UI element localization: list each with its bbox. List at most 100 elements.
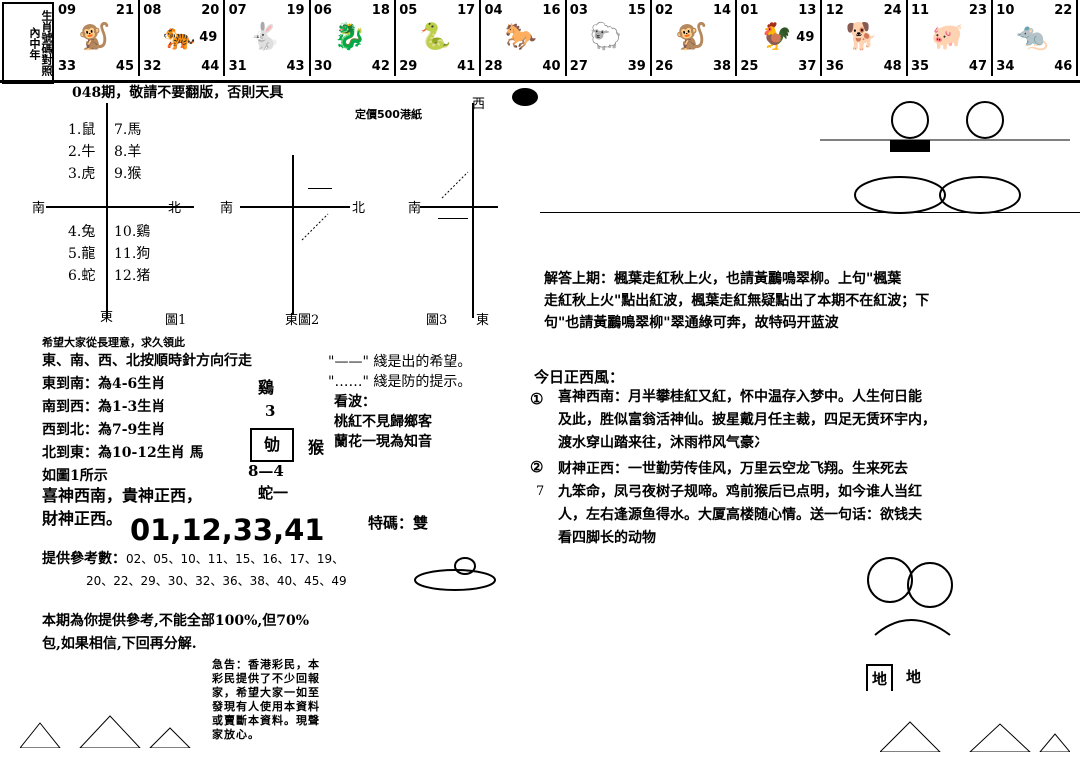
zodiac-number: 30 (313, 59, 332, 74)
dog-icon: 🐕 (845, 22, 879, 52)
puzzle-box: 劬 (250, 428, 294, 462)
zodiac-number: 46 (1054, 59, 1073, 74)
zodiac-number: 28 (484, 59, 503, 74)
zodiac-number: 36 (825, 59, 844, 74)
zodiac-number: 17 (457, 3, 476, 18)
zodiac-number: 33 (58, 59, 77, 74)
monkey-icon: 🐒 (675, 22, 708, 52)
poem: 看波：桃紅不見歸鄉客蘭花一現為知音 (334, 394, 432, 450)
horse-icon: 🐎 (504, 22, 537, 52)
zodiac-number: 47 (968, 59, 987, 74)
today-paragraph-2: 财神正西：一世勤劳传佳风，万里云空龙飞翔。生来死去九笨命，凤弓夜树子规啼。鸡前猴… (558, 461, 922, 546)
zodiac-number: 03 (569, 3, 588, 18)
zodiac-number: 37 (798, 59, 817, 74)
pig-icon: 🐖 (931, 22, 964, 52)
zodiac-number: 24 (883, 3, 902, 18)
cartoon-rabbits-icon (820, 90, 1070, 220)
rat-icon: 🐀 (1016, 22, 1049, 52)
zodiac-cell: 05 17 29 41 🐍 (395, 0, 482, 76)
zodiac-cell: 01 13 25 37 49🐓 (736, 0, 823, 76)
disclaimer: 本期為你提供參考,不能全部100%,但70%包,如果相信,下回再分解. (42, 613, 310, 652)
west-label: 西 (472, 97, 486, 112)
dragon-icon: 🐉 (333, 22, 367, 52)
zodiac-number: 39 (627, 59, 646, 74)
mascot-icon (512, 88, 538, 106)
zodiac-number: 23 (968, 3, 987, 18)
tiger-icon: 🐅 (163, 22, 196, 52)
zodiac-number: 43 (286, 59, 305, 74)
zodiac-number: 27 (569, 59, 588, 74)
mountain-deco (20, 715, 191, 748)
zodiac-number: 07 (228, 3, 247, 18)
cartoon-monkeys-icon (855, 545, 965, 645)
zodiac-number: 19 (286, 3, 305, 18)
zodiac-number: 38 (713, 59, 732, 74)
zodiac-number: 25 (740, 59, 759, 74)
zodiac-number: 18 (371, 3, 390, 18)
zodiac-number: 21 (115, 3, 134, 18)
zodiac-number: 49 (199, 30, 218, 45)
answer-text: 解答上期：楓葉走紅秋上火，也請黃鸝鳴翠柳。上句"楓葉走紅秋上火"點出紅波，楓葉走… (544, 271, 930, 331)
zodiac-number: 11 (911, 3, 930, 18)
zodiac-cell: 10 22 34 46 🐀 (992, 0, 1079, 76)
zodiac-number: 01 (740, 3, 759, 18)
sheep-icon: 🐑 (589, 22, 623, 52)
rules-text: 東、南、西、北按順時針方向行走 東到南：為4-6生肖 南到西：為1-3生肖 西到… (42, 353, 252, 484)
zodiac-number: 13 (798, 3, 817, 18)
zodiac-number: 26 (655, 59, 674, 74)
snake-icon: 🐍 (419, 22, 452, 52)
zodiac-number: 08 (143, 3, 162, 18)
zodiac-cell: 02 14 26 38 🐒 (651, 0, 738, 76)
strip-side-label: 生肖號碼對照內中年 (2, 2, 54, 84)
special-code: 特碼：雙 (368, 514, 429, 532)
zodiac-number: 48 (883, 59, 902, 74)
main-numbers: 01,12,33,41 (130, 513, 325, 547)
zodiac-number: 41 (457, 59, 476, 74)
zodiac-cell: 12 24 36 48 🐕 (822, 0, 908, 76)
zodiac-number: 14 (713, 3, 732, 18)
zodiac-cell: 09 21 33 45 🐒 (54, 0, 140, 76)
zodiac-cell: 03 15 27 39 🐑 (566, 0, 652, 76)
urgent-notice: 急告：香港彩民，本彩民提供了不少回報家，希望大家一如至 發現有人使用本資料或賣斷… (212, 658, 320, 741)
zodiac-number: 06 (313, 3, 332, 18)
zodiac-number: 15 (627, 3, 646, 18)
zodiac-number: 44 (201, 59, 220, 74)
zodiac-cell: 11 23 35 47 🐖 (907, 0, 993, 76)
gods-text: 喜神西南，貴神正西，財神正西。 (42, 486, 203, 528)
zodiac-number: 32 (143, 59, 162, 74)
mountain-deco-2 (880, 721, 1070, 752)
rooster-icon: 🐓 (760, 22, 793, 52)
zodiac-number: 49 (796, 30, 815, 45)
zodiac-number: 40 (542, 59, 561, 74)
zodiac-number: 31 (228, 59, 247, 74)
zodiac-number: 05 (399, 3, 418, 18)
zodiac-number: 12 (825, 3, 844, 18)
zodiac-number: 29 (399, 59, 418, 74)
today-paragraph-1: 喜神西南：月半攀桂紅又紅，怀中温存入梦中。人生何日能及此，胜似富翁活神仙。披星戴… (558, 389, 936, 451)
zodiac-number: 35 (911, 59, 930, 74)
dotted-line-2 (441, 171, 469, 199)
line-legend: "——" 綫是出的希望。"……" 綫是防的提示。 (328, 354, 472, 390)
zodiac-cell: 08 20 32 44 49🐅 (139, 0, 226, 76)
zodiac-number: 34 (996, 59, 1015, 74)
zodiac-number: 09 (58, 3, 77, 18)
zodiac-number: 04 (484, 3, 503, 18)
price-label: 定價500港紙 (355, 108, 422, 121)
dotted-line (301, 213, 329, 241)
zodiac-number: 10 (996, 3, 1015, 18)
zodiac-number: 02 (655, 3, 674, 18)
monkey-icon: 🐒 (78, 22, 111, 52)
zodiac-number: 45 (115, 59, 134, 74)
zodiac-number: 22 (1054, 3, 1073, 18)
copyright-notice: 048期，敬請不要翻版，否則天具 (72, 85, 284, 101)
rabbit-icon: 🐇 (248, 22, 281, 52)
cartoon-icon (410, 552, 500, 592)
zodiac-cell: 07 19 31 43 🐇 (225, 0, 311, 76)
zodiac-number: 20 (201, 3, 220, 18)
